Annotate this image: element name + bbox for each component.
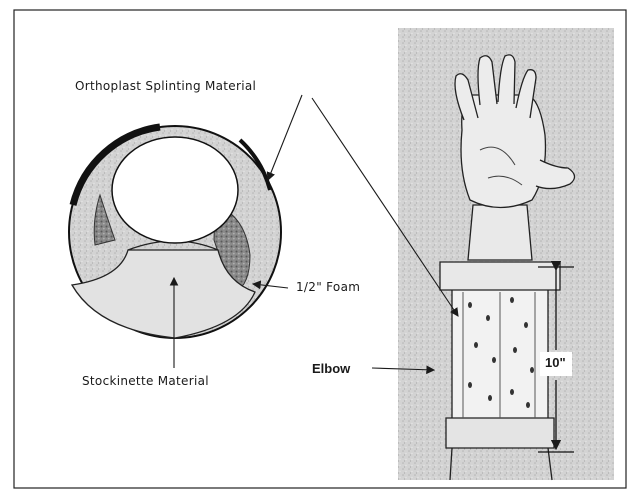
label-length: 10" [545,355,566,370]
label-stockinette: Stockinette Material [82,374,209,388]
forearm [468,205,532,260]
leader-orthoplast-ring [268,95,302,180]
label-foam: 1/2" Foam [296,280,360,294]
splint-top-band [440,262,560,290]
limb-opening [112,137,238,243]
label-orthoplast: Orthoplast Splinting Material [75,79,256,93]
arm-illustration [398,28,614,480]
cross-section [69,126,281,338]
splint-bottom-band [446,418,554,448]
label-elbow: Elbow [312,361,350,376]
